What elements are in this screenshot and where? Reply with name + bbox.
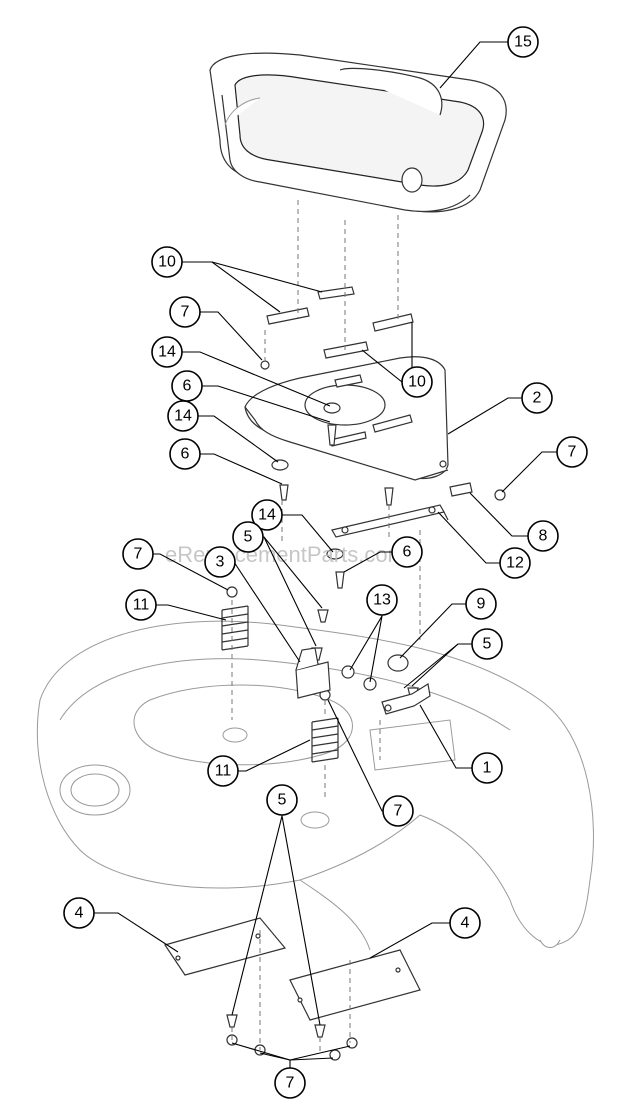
callout-1: 1 bbox=[471, 752, 503, 784]
svg-text:7: 7 bbox=[394, 803, 403, 820]
callout-8: 8 bbox=[527, 520, 559, 552]
svg-text:12: 12 bbox=[506, 555, 524, 572]
callout-14-mid: 14 bbox=[167, 400, 199, 432]
seat-pan bbox=[244, 356, 449, 481]
callout-9: 9 bbox=[465, 588, 497, 620]
callout-4-right: 4 bbox=[449, 907, 481, 939]
hardware bbox=[226, 360, 506, 1061]
svg-text:9: 9 bbox=[477, 596, 486, 613]
callout-7-mid: 7 bbox=[382, 795, 414, 827]
seat-cushion bbox=[209, 52, 507, 213]
svg-text:7: 7 bbox=[134, 546, 143, 563]
seat-bracket bbox=[331, 504, 449, 538]
springs bbox=[221, 605, 339, 763]
callout-11-upper: 11 bbox=[125, 589, 157, 621]
callouts: 15 10 7 10 14 6 2 14 6 7 8 14 6 12 5 3 7… bbox=[63, 26, 588, 1099]
svg-text:7: 7 bbox=[181, 304, 190, 321]
callout-6-mid: 6 bbox=[169, 438, 201, 470]
svg-text:5: 5 bbox=[244, 529, 253, 546]
callout-5-upper: 5 bbox=[232, 521, 264, 553]
callout-3: 3 bbox=[204, 546, 236, 578]
callout-5-right: 5 bbox=[471, 628, 503, 660]
callout-10-top: 10 bbox=[151, 246, 183, 278]
svg-text:3: 3 bbox=[216, 554, 225, 571]
callout-6-top: 6 bbox=[171, 370, 203, 402]
callout-14-top: 14 bbox=[151, 336, 183, 368]
callout-7-bottom: 7 bbox=[274, 1067, 306, 1099]
callout-4-left: 4 bbox=[63, 897, 95, 929]
callout-10-right: 10 bbox=[401, 366, 433, 398]
cover-plates bbox=[164, 917, 421, 1021]
svg-text:4: 4 bbox=[461, 915, 470, 932]
callout-2: 2 bbox=[521, 382, 553, 414]
callout-5-lower: 5 bbox=[266, 784, 298, 816]
svg-text:13: 13 bbox=[373, 592, 391, 609]
callout-15: 15 bbox=[507, 26, 539, 58]
svg-text:6: 6 bbox=[403, 544, 412, 561]
svg-text:11: 11 bbox=[133, 597, 150, 614]
svg-text:8: 8 bbox=[539, 528, 548, 545]
callout-7-left: 7 bbox=[122, 538, 154, 570]
callout-12: 12 bbox=[499, 547, 531, 579]
svg-text:14: 14 bbox=[258, 507, 276, 524]
seat-rails bbox=[266, 286, 414, 359]
callout-6-low: 6 bbox=[391, 536, 423, 568]
hinge-brackets bbox=[295, 647, 431, 715]
svg-text:6: 6 bbox=[183, 378, 192, 395]
callout-14-low: 14 bbox=[251, 499, 283, 531]
svg-text:2: 2 bbox=[533, 390, 542, 407]
svg-text:10: 10 bbox=[158, 254, 176, 271]
svg-text:15: 15 bbox=[514, 34, 532, 51]
svg-text:14: 14 bbox=[174, 408, 192, 425]
svg-text:1: 1 bbox=[483, 760, 492, 777]
svg-text:10: 10 bbox=[408, 374, 426, 391]
svg-text:6: 6 bbox=[181, 446, 190, 463]
svg-text:5: 5 bbox=[483, 636, 492, 653]
svg-text:4: 4 bbox=[75, 905, 84, 922]
svg-text:7: 7 bbox=[286, 1075, 295, 1092]
fender-body bbox=[36, 620, 594, 951]
callout-7-right: 7 bbox=[556, 436, 588, 468]
svg-text:14: 14 bbox=[158, 344, 176, 361]
callout-7-top: 7 bbox=[169, 296, 201, 328]
svg-text:5: 5 bbox=[278, 792, 287, 809]
svg-text:7: 7 bbox=[568, 444, 577, 461]
callout-13: 13 bbox=[366, 584, 398, 616]
svg-text:11: 11 bbox=[215, 763, 232, 780]
callout-11-lower: 11 bbox=[207, 755, 239, 787]
